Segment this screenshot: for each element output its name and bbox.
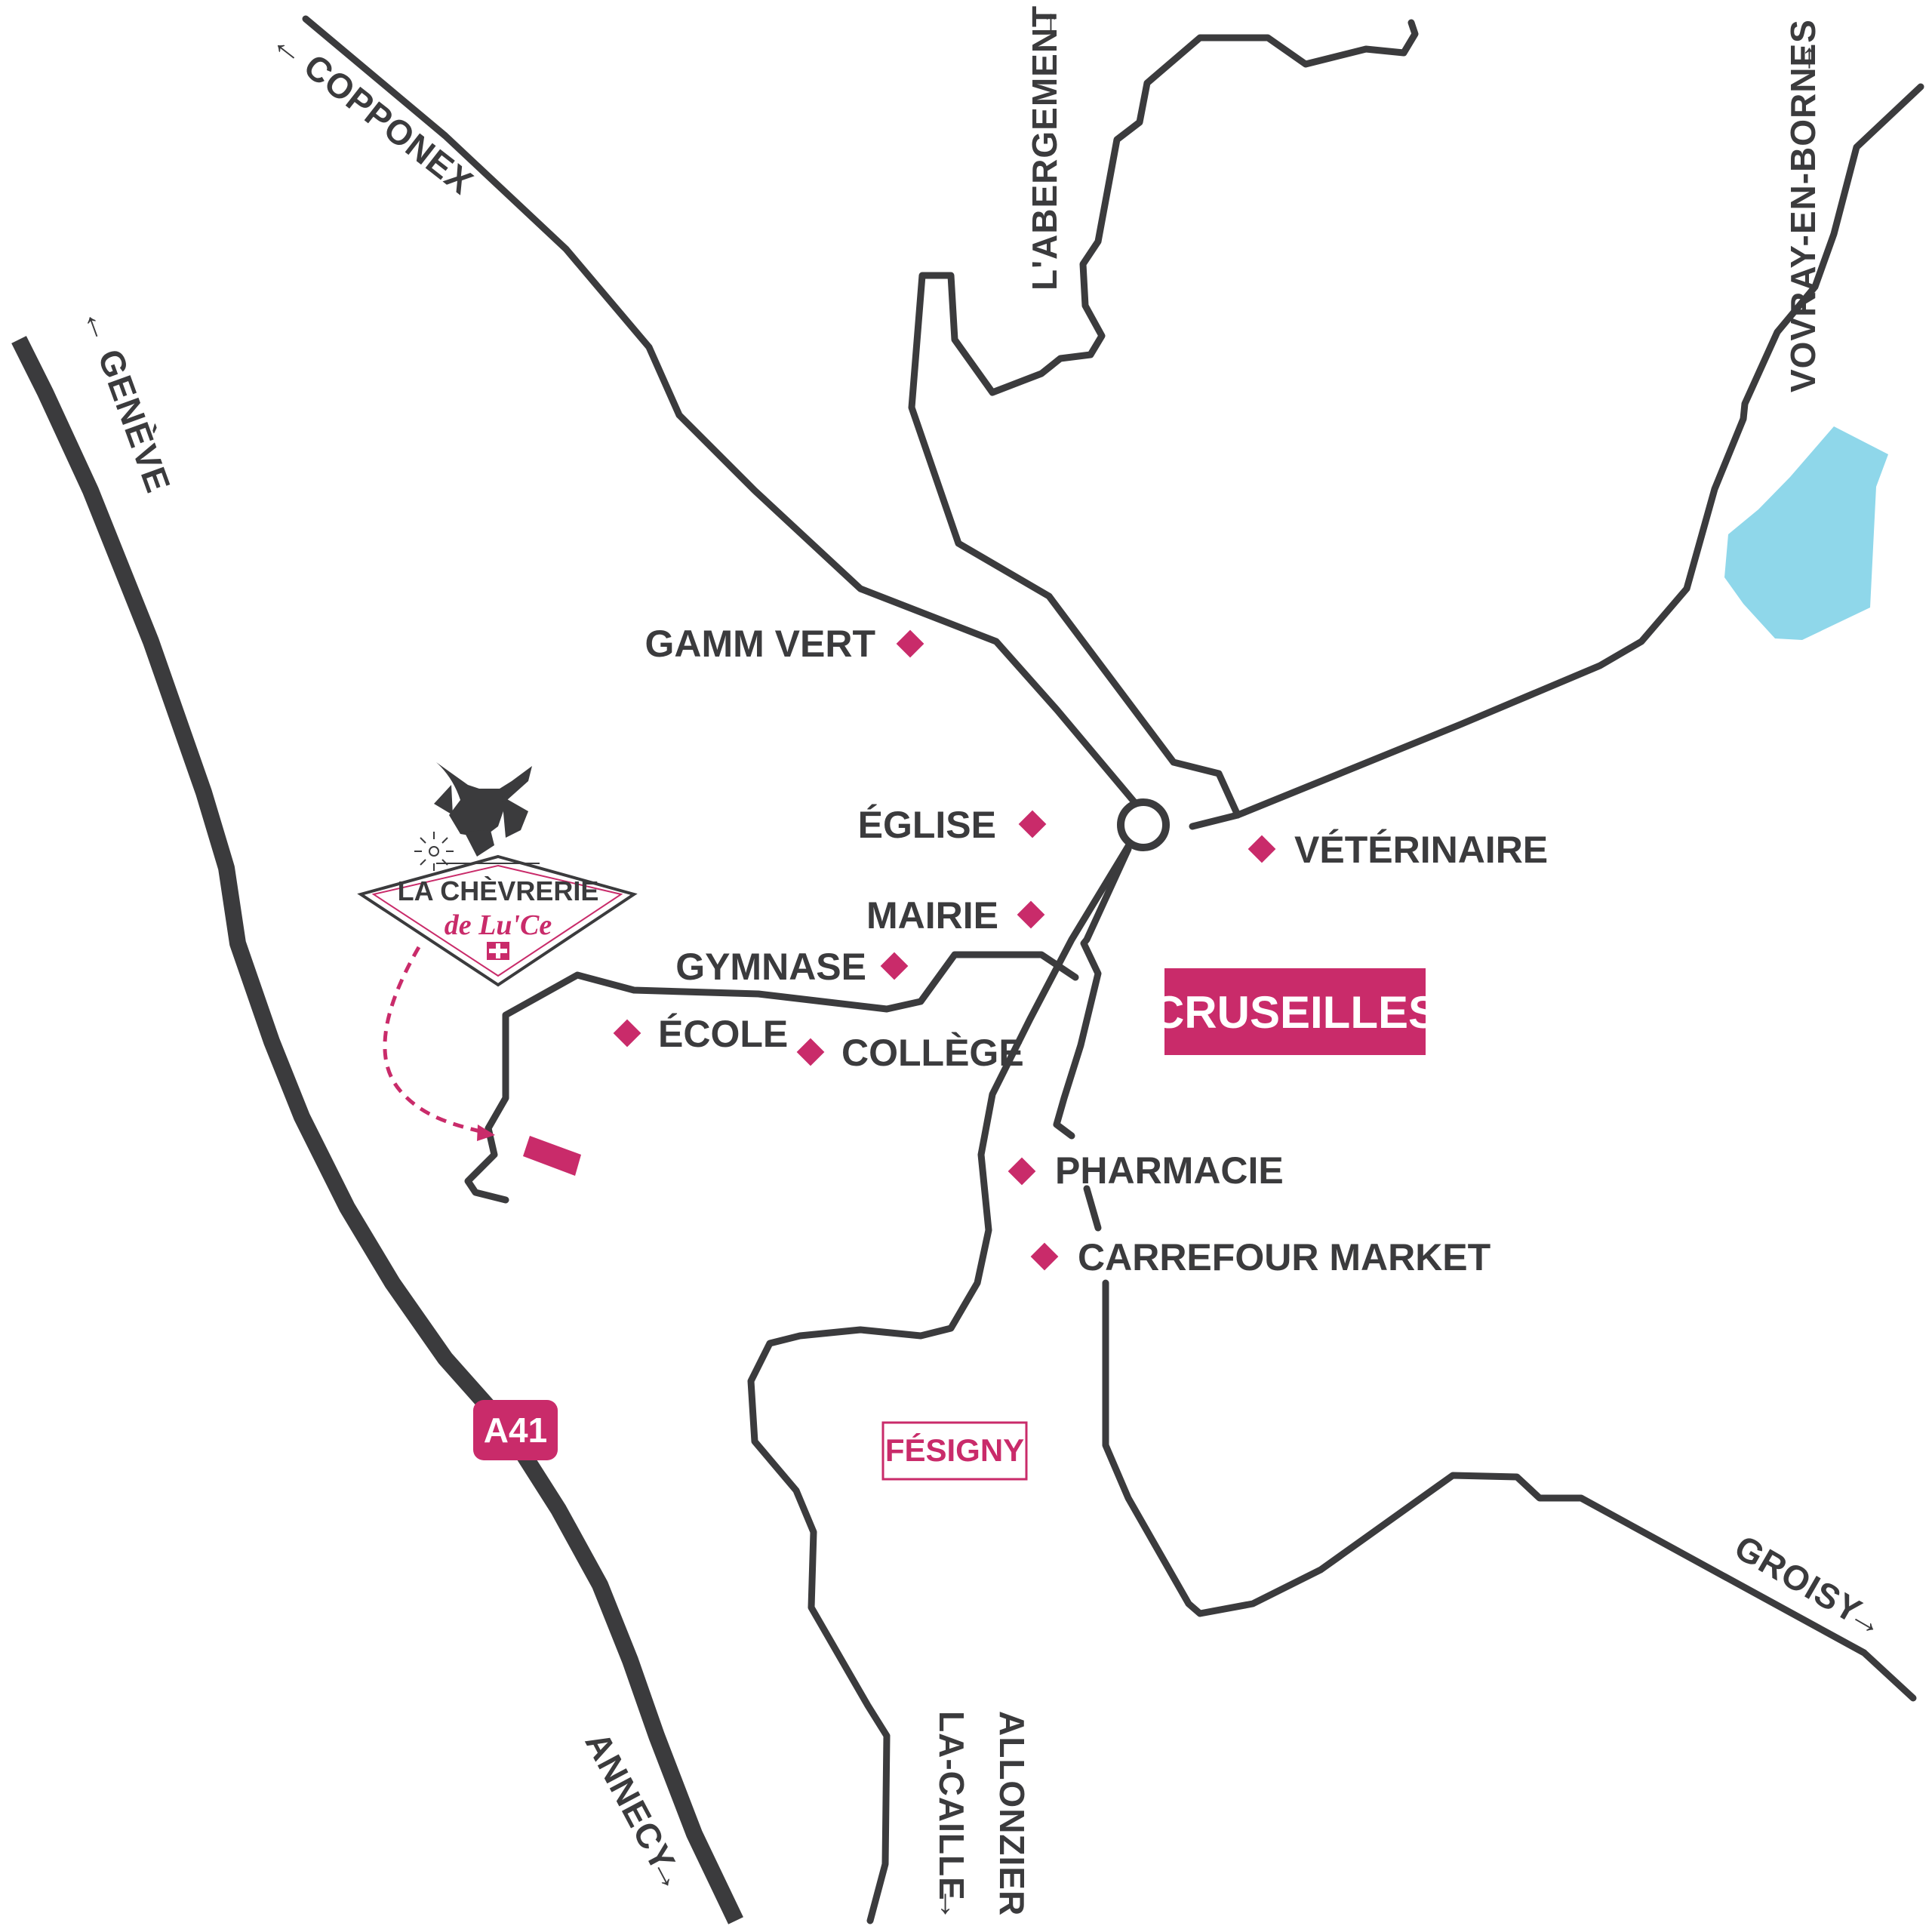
poi-gamm-vert: GAMM VERT xyxy=(645,623,924,665)
poi-marker-icon xyxy=(1017,900,1045,929)
poi-mairie: MAIRIE xyxy=(866,894,1045,937)
poi-pharmacie: PHARMACIE xyxy=(1008,1149,1284,1192)
direction-annecy: ANNECY → xyxy=(577,1726,694,1899)
poi-label: CARREFOUR MARKET xyxy=(1078,1236,1491,1278)
highway-a41-label: A41 xyxy=(484,1411,547,1450)
direction-label: VOVRAY-EN-BORNES xyxy=(1783,19,1823,392)
road-allonzier xyxy=(747,840,1134,1924)
poi-label: GAMM VERT xyxy=(645,623,875,665)
farm-name-line2: de Lu'Ce xyxy=(445,909,552,941)
road-vovray xyxy=(1189,83,1924,830)
poi-veterinaire: VÉTÉRINAIRE xyxy=(1247,829,1548,871)
poi-marker-icon xyxy=(1247,835,1276,863)
direction-label: LA-CAILLE xyxy=(932,1711,971,1901)
road-labergement xyxy=(908,19,1419,819)
poi-marker-icon xyxy=(796,1038,825,1066)
arrow-right-icon: → xyxy=(1783,40,1823,75)
poi-ecole: ÉCOLE xyxy=(613,1013,788,1055)
farm-building xyxy=(523,1136,581,1176)
poi-marker-icon xyxy=(1018,810,1047,838)
poi-marker-icon xyxy=(896,629,924,658)
poi-label: VÉTÉRINAIRE xyxy=(1294,829,1548,871)
arrow-right-icon: → xyxy=(1025,6,1064,42)
highway-a41-badge: A41 xyxy=(473,1400,558,1460)
town-cruseilles-label: CRUSEILLES xyxy=(1152,987,1438,1038)
farm-name-line1: LA CHÈVRERIE xyxy=(398,875,599,906)
poi-label: COLLÈGE xyxy=(841,1032,1024,1074)
poi-eglise: ÉGLISE xyxy=(858,804,1047,846)
lake xyxy=(1724,426,1888,640)
poi-label: MAIRIE xyxy=(866,894,998,937)
road-groisy-south xyxy=(1083,1185,1102,1232)
village-fesigny-badge: FÉSIGNY xyxy=(881,1421,1028,1481)
road-groisy xyxy=(1053,845,1132,1140)
road-copponex xyxy=(302,15,1140,808)
savoie-cross-icon xyxy=(487,942,509,960)
poi-gymnase: GYMNASE xyxy=(675,946,909,988)
village-fesigny-label: FÉSIGNY xyxy=(885,1432,1024,1468)
poi-marker-icon xyxy=(1030,1242,1059,1271)
farm-route xyxy=(383,946,484,1134)
roundabout xyxy=(1117,798,1170,851)
road-farm xyxy=(464,951,1079,1204)
poi-marker-icon xyxy=(880,952,909,980)
poi-marker-icon xyxy=(1008,1157,1036,1186)
direction-copponex: ← COPPONEX xyxy=(264,20,481,202)
poi-college: COLLÈGE xyxy=(796,1032,1024,1074)
town-cruseilles-badge: CRUSEILLES xyxy=(1152,968,1438,1055)
poi-marker-icon xyxy=(613,1019,641,1048)
poi-carrefour-market: CARREFOUR MARKET xyxy=(1030,1236,1491,1278)
poi-label: PHARMACIE xyxy=(1055,1149,1284,1192)
direction-la-caille: LA-CAILLE → xyxy=(932,1711,971,1922)
direction-vovray: VOVRAY-EN-BORNES → xyxy=(1783,19,1823,392)
goat-icon xyxy=(434,762,532,857)
daisy-icon xyxy=(414,832,454,871)
direction-label: COPPONEX xyxy=(297,46,481,202)
arrow-right-icon: → xyxy=(932,1887,971,1922)
direction-label: ALLONZIER xyxy=(992,1711,1032,1916)
direction-labergement: L'ABERGEMENT → xyxy=(1025,5,1064,291)
direction-label: GENÈVE xyxy=(91,344,178,498)
road-groisy-east xyxy=(1102,1279,1917,1702)
direction-label: L'ABERGEMENT xyxy=(1025,5,1064,291)
arrow-left-icon: ← xyxy=(75,302,124,349)
poi-label: ÉCOLE xyxy=(658,1013,788,1055)
poi-label: ÉGLISE xyxy=(858,804,996,846)
direction-allonzier: ALLONZIER xyxy=(992,1711,1032,1916)
direction-geneve: ← GENÈVE xyxy=(75,302,178,498)
highway-a41-road xyxy=(11,336,743,1924)
farm-logo: LA CHÈVRERIE de Lu'Ce xyxy=(357,762,638,987)
farm-route-arrowhead xyxy=(477,1124,495,1141)
poi-label: GYMNASE xyxy=(675,946,866,988)
